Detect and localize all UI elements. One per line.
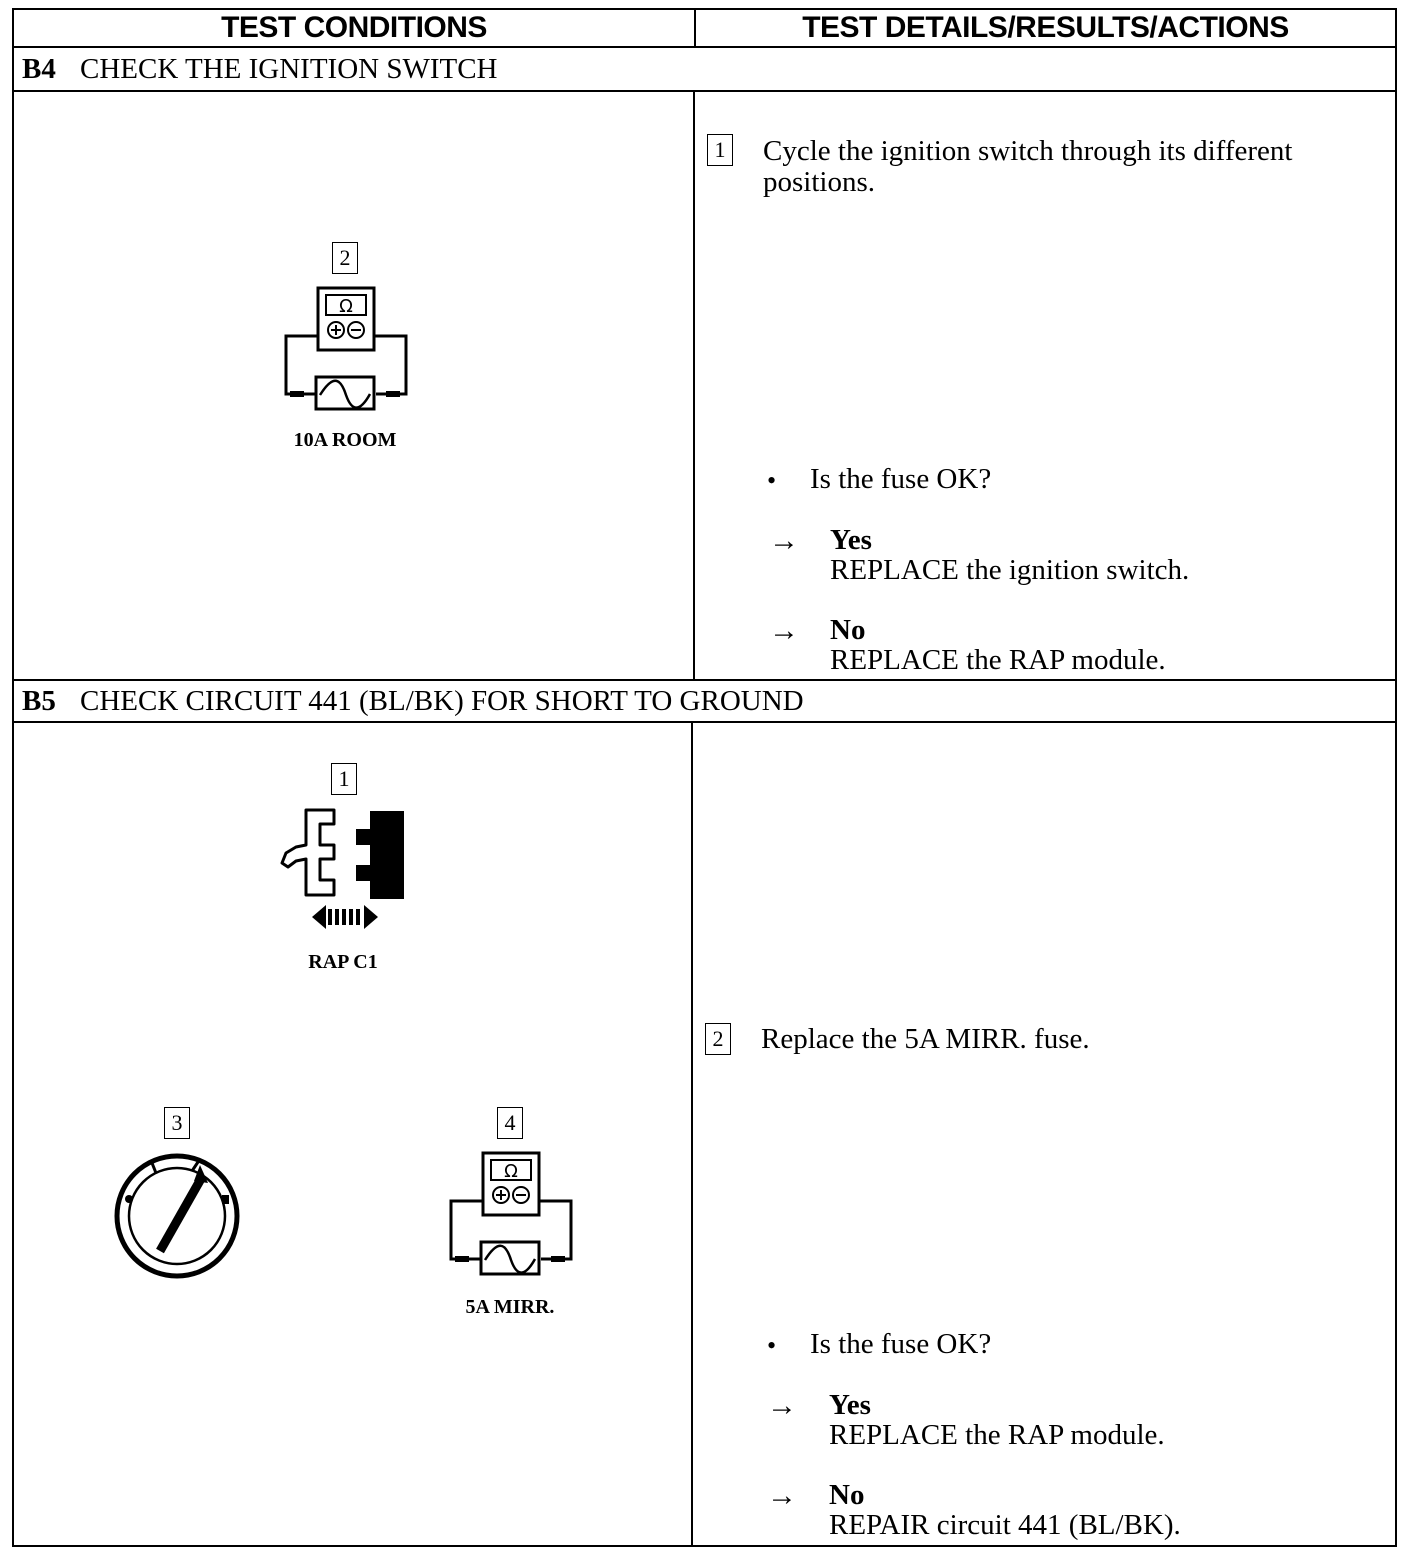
b5-bullet: • xyxy=(767,1331,777,1360)
b4-no-label: No xyxy=(830,614,866,646)
b4-yes-action: REPLACE the ignition switch. xyxy=(830,554,1190,586)
section-b5-id: B5 xyxy=(22,684,56,717)
b4-yes-label: Yes xyxy=(830,524,872,556)
section-b5-title-row: B5 CHECK CIRCUIT 441 (BL/BK) FOR SHORT T… xyxy=(12,681,1397,723)
b5-no-arrow: → xyxy=(767,1479,797,1512)
ohmmeter-fuse-icon: Ω xyxy=(449,1151,573,1276)
b5-step-2-text: Replace the 5A MIRR. fuse. xyxy=(761,1023,1090,1055)
b4-step-1-text-line1: Cycle the ignition switch through its di… xyxy=(763,135,1293,167)
b5-step-3-box: 3 xyxy=(164,1107,190,1139)
b5-step-1-box: 1 xyxy=(331,763,357,795)
b4-bullet: • xyxy=(767,466,777,495)
b5-yes-action: REPLACE the RAP module. xyxy=(829,1419,1165,1451)
b4-step-2-box: 2 xyxy=(332,242,358,274)
section-b4-title: CHECK THE IGNITION SWITCH xyxy=(80,52,498,85)
table-header: TEST CONDITIONS TEST DETAILS/RESULTS/ACT… xyxy=(12,8,1397,48)
ohmmeter-fuse-icon: Ω xyxy=(284,286,408,411)
b4-yes-arrow: → xyxy=(769,524,799,557)
b5-no-action: REPAIR circuit 441 (BL/BK). xyxy=(829,1509,1181,1541)
header-test-details: TEST DETAILS/RESULTS/ACTIONS xyxy=(802,11,1289,44)
b5-step-4-box: 4 xyxy=(497,1107,523,1139)
connector-caption: RAP C1 xyxy=(308,951,378,973)
b5-no-label: No xyxy=(829,1479,865,1511)
connector-disconnect-icon xyxy=(280,808,404,929)
b5-question: Is the fuse OK? xyxy=(810,1328,992,1360)
b5-yes-arrow: → xyxy=(767,1389,797,1422)
header-test-conditions: TEST CONDITIONS xyxy=(14,10,696,46)
section-b4-body: 2 Ω 10A ROOM 1 Cycle the ignition switch… xyxy=(12,92,1397,681)
b5-yes-label: Yes xyxy=(829,1389,871,1421)
column-divider xyxy=(691,723,693,1545)
section-b4-id: B4 xyxy=(22,52,56,85)
section-b5-title: CHECK CIRCUIT 441 (BL/BK) FOR SHORT TO G… xyxy=(80,684,804,717)
section-b5-body: 1 RAP C1 3 4 xyxy=(12,723,1397,1547)
b4-fuse-caption: 10A ROOM xyxy=(293,429,397,451)
b4-no-arrow: → xyxy=(769,614,799,647)
b4-question: Is the fuse OK? xyxy=(810,463,992,495)
section-b4-title-row: B4 CHECK THE IGNITION SWITCH xyxy=(12,48,1397,92)
b4-step-1-box: 1 xyxy=(707,134,733,166)
b5-fuse-caption: 5A MIRR. xyxy=(465,1296,555,1318)
ignition-switch-icon xyxy=(114,1153,240,1279)
b5-step-2-box: 2 xyxy=(705,1023,731,1055)
b4-no-action: REPLACE the RAP module. xyxy=(830,644,1166,676)
ohm-symbol: Ω xyxy=(504,1161,518,1182)
b4-step-1-text-line2: positions. xyxy=(763,166,875,198)
column-divider xyxy=(693,92,695,679)
ohm-symbol: Ω xyxy=(339,296,353,317)
